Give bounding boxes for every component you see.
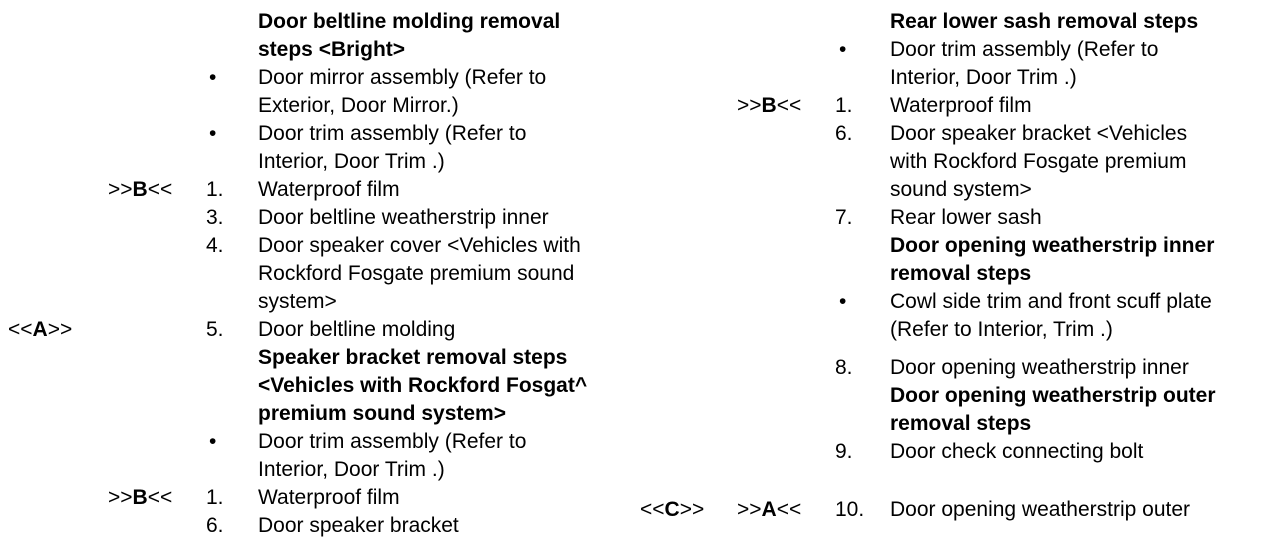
step-number: 3. [206,206,224,229]
step-number: 5. [206,318,224,341]
marker-bracket: << [147,486,173,509]
bullet-icon: • [839,38,847,61]
marker-letter: A [32,318,48,341]
item-text: Waterproof film [258,178,400,201]
bullet-item: • Door trim assembly (Refer to Interior,… [0,428,640,484]
step-number: 7. [835,206,853,229]
marker-bracket: >> [679,498,705,521]
heading-text: Door opening weatherstrip inner removal … [890,234,1215,285]
heading-text: Speaker bracket removal steps <Vehicles … [258,346,588,425]
item-text: Door speaker cover <Vehicles with Rockfo… [258,234,581,313]
step-item: >>B<< 1. Waterproof film [640,92,1280,120]
item-text: Door beltline molding [258,318,456,341]
column-left: Door beltline molding removal steps <Bri… [0,8,640,540]
section-heading: Door beltline molding removal steps <Bri… [0,8,640,64]
marker-bracket: >> [47,318,73,341]
item-text: Waterproof film [890,94,1032,117]
step-number: 9. [835,440,853,463]
marker-letter: C [664,498,680,521]
ref-marker-c: <<C>> [640,496,737,524]
step-number: 1. [206,178,224,201]
item-text: Rear lower sash [890,206,1042,229]
marker-letter: B [132,178,148,201]
marker-letter: A [761,498,777,521]
marker-bracket: << [147,178,173,201]
item-text: Door trim assembly (Refer to Interior, D… [258,122,527,173]
step-item: 6. Door speaker bracket <Vehicles with R… [640,120,1280,204]
step-item: 6. Door speaker bracket [0,512,640,540]
item-text: Door beltline weatherstrip inner [258,206,549,229]
section-heading: Speaker bracket removal steps <Vehicles … [0,344,640,428]
step-item: 7. Rear lower sash [640,204,1280,232]
item-text: Door mirror assembly (Refer to Exterior,… [258,66,547,117]
marker-bracket: >> [108,178,133,201]
item-text: Door trim assembly (Refer to Interior, D… [890,38,1159,89]
marker-letter: B [132,486,148,509]
marker-bracket: >> [108,486,133,509]
bullet-item: • Door trim assembly (Refer to Interior,… [640,36,1280,92]
step-item: <<A>> 5. Door beltline molding [0,316,640,344]
ref-marker-a: <<A>> [0,316,100,344]
step-item: 3. Door beltline weatherstrip inner [0,204,640,232]
step-item: 9. Door check connecting bolt [640,438,1280,466]
step-item: 8. Door opening weatherstrip inner [640,354,1280,382]
bullet-icon: • [209,122,217,145]
column-right: Rear lower sash removal steps • Door tri… [640,8,1280,524]
section-heading: Door opening weatherstrip inner removal … [640,232,1280,288]
item-text: Door check connecting bolt [890,440,1144,463]
item-text: Door opening weatherstrip inner [890,356,1189,379]
marker-letter: B [761,94,777,117]
bullet-item: • Door trim assembly (Refer to Interior,… [0,120,640,176]
heading-text: Rear lower sash removal steps [890,10,1199,33]
item-text: Waterproof film [258,486,400,509]
item-text: Cowl side trim and front scuff plate (Re… [890,290,1212,341]
step-item: 4. Door speaker cover <Vehicles with Roc… [0,232,640,316]
step-item: <<C>> >>A<< 10. Door opening weatherstri… [640,496,1280,524]
step-number: 1. [206,486,224,509]
step-number: 6. [835,122,853,145]
marker-bracket: << [8,318,33,341]
step-number: 8. [835,356,853,379]
ref-marker-a: >>A<< [737,496,835,524]
step-number: 4. [206,234,224,257]
bullet-icon: • [839,290,847,313]
step-item: >>B<< 1. Waterproof film [0,176,640,204]
step-number: 6. [206,514,224,537]
step-number: 1. [835,94,853,117]
bullet-item: • Door mirror assembly (Refer to Exterio… [0,64,640,120]
item-text: Door opening weatherstrip outer [890,498,1191,521]
heading-text: Door opening weatherstrip outer removal … [890,384,1216,435]
marker-bracket: >> [737,94,762,117]
marker-bracket: << [776,498,802,521]
marker-bracket: >> [737,498,762,521]
ref-marker-b: >>B<< [737,92,835,120]
item-text: Door speaker bracket [258,514,459,537]
item-text: Door speaker bracket <Vehicles with Rock… [890,122,1188,201]
marker-bracket: << [640,498,665,521]
item-text: Door trim assembly (Refer to Interior, D… [258,430,527,481]
step-number: 10. [835,498,865,521]
bullet-icon: • [209,66,217,89]
bullet-item: • Cowl side trim and front scuff plate (… [640,288,1280,344]
ref-marker-b: >>B<< [100,176,205,204]
bullet-icon: • [209,430,217,453]
heading-text: Door beltline molding removal steps <Bri… [258,10,561,61]
step-item: >>B<< 1. Waterproof film [0,484,640,512]
marker-bracket: << [776,94,802,117]
ref-marker-b: >>B<< [100,484,205,512]
section-heading: Rear lower sash removal steps [640,8,1280,36]
section-heading: Door opening weatherstrip outer removal … [640,382,1280,438]
